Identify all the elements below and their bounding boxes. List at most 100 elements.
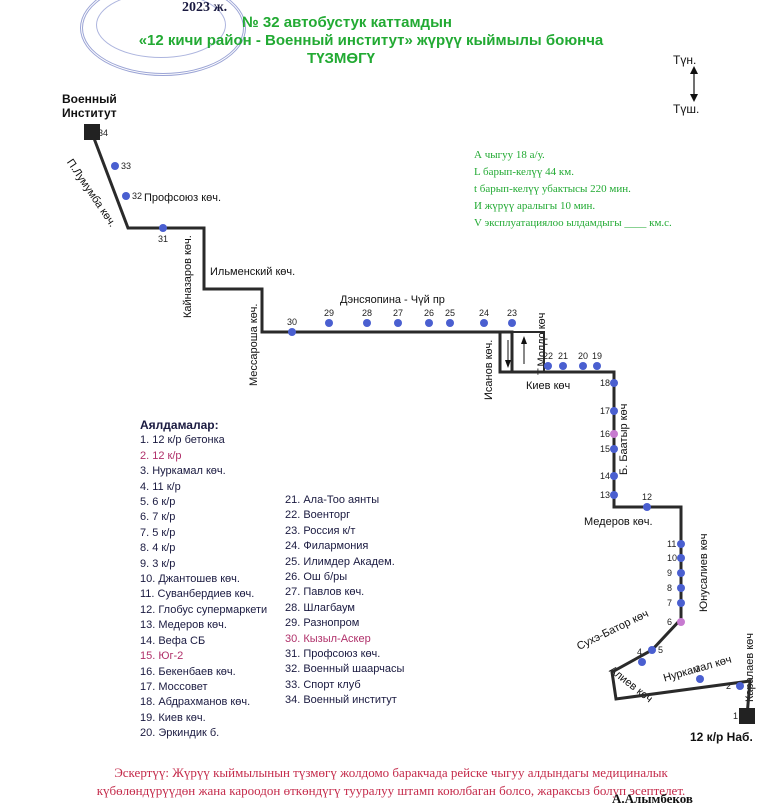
stop-marker	[610, 491, 618, 499]
stop-number-label: 15	[600, 444, 610, 454]
street-label-dzerzhinsky: Дэнсяопина - Чүй пр	[340, 294, 445, 306]
stop-marker	[446, 319, 454, 327]
legend-stop-item: 8. 4 к/р	[140, 542, 176, 555]
legend-stop-item: 13. Медеров көч.	[140, 619, 227, 632]
legend-stop-item: 18. Абдрахманов көч.	[140, 696, 251, 709]
legend-stop-item: 3. Нуркамал көч.	[140, 465, 226, 478]
legend-stop-item: 25. Илимдер Академ.	[285, 555, 395, 568]
legend-stop-item: 22. Военторг	[285, 509, 351, 522]
legend-stop-item: 27. Павлов көч.	[285, 586, 365, 599]
compass-south-label: Түш.	[673, 102, 700, 116]
stop-number-label: 31	[158, 234, 168, 244]
stop-number-label: 32	[132, 191, 142, 201]
stop-number-label: 14	[600, 471, 610, 481]
stop-number-label: 9	[667, 568, 672, 578]
street-label-ilmensky: Ильменский көч.	[210, 266, 296, 278]
stop-marker	[643, 503, 651, 511]
legend-stop-item: 6. 7 к/р	[140, 511, 176, 524]
stop-number-label: 20	[578, 351, 588, 361]
legend-stop-item: 30. Кызыл-Аскер	[285, 632, 371, 645]
stop-number-label: 30	[287, 317, 297, 327]
stop-number-label: 2	[726, 681, 731, 691]
stop-marker	[610, 430, 618, 438]
stop-number-label: 12	[642, 492, 652, 502]
stop-number-label: 28	[362, 308, 372, 318]
legend-stop-item: 19. Киев көч.	[140, 711, 206, 724]
stop-marker	[638, 658, 646, 666]
stop-number-label: 4	[637, 647, 642, 657]
stop-number-label: 5	[658, 645, 663, 655]
legend-stop-item: 26. Ош б/ры	[285, 571, 348, 584]
street-label-kiev: Киев көч	[526, 380, 571, 392]
legend-stop-item: 15. Юг-2	[140, 650, 184, 663]
stop-marker	[559, 362, 567, 370]
legend-stop-item: 28. Шлагбаум	[285, 601, 355, 614]
stop-marker	[677, 569, 685, 577]
stop-marker	[610, 379, 618, 387]
stop-number-label: 19	[592, 351, 602, 361]
legend-stop-item: 2. 12 к/р	[140, 449, 182, 462]
stop-number-label: 23	[507, 308, 517, 318]
note-line-1: Эскертүү: Жүрүү кыймылынын түзмөгү жолдо…	[114, 765, 668, 780]
info-exits: А чыгуу 18 а/у.	[474, 149, 545, 161]
title-line-3: ТҮЗМӨГҮ	[307, 50, 375, 67]
stop-marker	[508, 319, 516, 327]
legend-stop-item: 29. Разнопром	[285, 617, 360, 630]
stop-number-label: 17	[600, 406, 610, 416]
legend-stop-item: 11. Суванбердиев көч.	[140, 588, 255, 601]
legend-stop-item: 31. Профсоюз көч.	[285, 648, 381, 661]
stop-marker	[677, 599, 685, 607]
stop-number-label: 21	[558, 351, 568, 361]
stop-number-label: 18	[600, 378, 610, 388]
stop-marker	[325, 319, 333, 327]
legend-stop-item: 5. 6 к/р	[140, 496, 176, 509]
stop-number-label: 7	[667, 598, 672, 608]
stop-marker	[544, 362, 552, 370]
stop-marker	[593, 362, 601, 370]
legend-stop-item: 34. Военный институт	[285, 694, 397, 707]
info-time: t барып-келүү убактысы 220 мин.	[474, 183, 631, 195]
stop-marker	[579, 362, 587, 370]
stop-number-label: 1	[733, 711, 738, 721]
stop-marker	[480, 319, 488, 327]
stop-number-label: 29	[324, 308, 334, 318]
legend-column-1: Аялдамалар: 1. 12 к/р бетонка 2. 12 к/р 3.…	[140, 418, 267, 742]
direction-arrows-icon	[505, 336, 527, 368]
compass-arrow-icon	[690, 66, 698, 102]
legend-stop-item: 1. 12 к/р бетонка	[140, 434, 225, 447]
legend-stop-item: 10. Джантошев көч.	[140, 573, 240, 586]
route-loop-line	[498, 332, 512, 374]
stop-number-label: 26	[424, 308, 434, 318]
stop-number-label: 3	[695, 664, 700, 674]
stop-marker	[610, 407, 618, 415]
terminus-start-label: Военный Институт	[62, 92, 117, 120]
title-line-2: «12 кичи район - Военный институт» жүрүү…	[138, 32, 604, 49]
legend-stop-item: 20. Эркиндик б.	[140, 727, 220, 740]
stop-number-label: 13	[600, 490, 610, 500]
legend-stop-item: 14. Вефа СБ	[140, 634, 206, 647]
stop-number-label: 34	[98, 128, 108, 138]
legend-stop-item: 33. Спорт клуб	[285, 678, 361, 691]
compass-north-label: Түн.	[673, 53, 697, 67]
stop-marker	[696, 675, 704, 683]
info-speed: V эксплуатациялоо ылдамдыгы ____ км.с.	[474, 217, 672, 229]
terminus-end-label: 12 к/р Наб.	[690, 730, 753, 744]
legend-stop-item: 17. Моссовет	[140, 680, 208, 693]
route-loop-line-top	[512, 331, 545, 372]
stop-number-label: 25	[445, 308, 455, 318]
stop-marker	[425, 319, 433, 327]
legend-stop-item: 24. Филармония	[285, 540, 369, 553]
stop-marker	[394, 319, 402, 327]
stop-marker	[736, 682, 744, 690]
stop-number-label: 22	[543, 351, 553, 361]
info-interval: И жүрүү аралыгы 10 мин.	[474, 200, 596, 212]
legend-stop-item: 16. Бекенбаев көч.	[140, 665, 236, 678]
stop-number-label: 24	[479, 308, 489, 318]
legend-heading: Аялдамалар:	[140, 418, 219, 432]
route-line	[90, 132, 752, 717]
title-line-1: № 32 автобустук каттамдын	[242, 14, 452, 31]
page-title: № 32 автобустук каттамдын «12 кичи район…	[0, 14, 782, 68]
stop-marker	[288, 328, 296, 336]
